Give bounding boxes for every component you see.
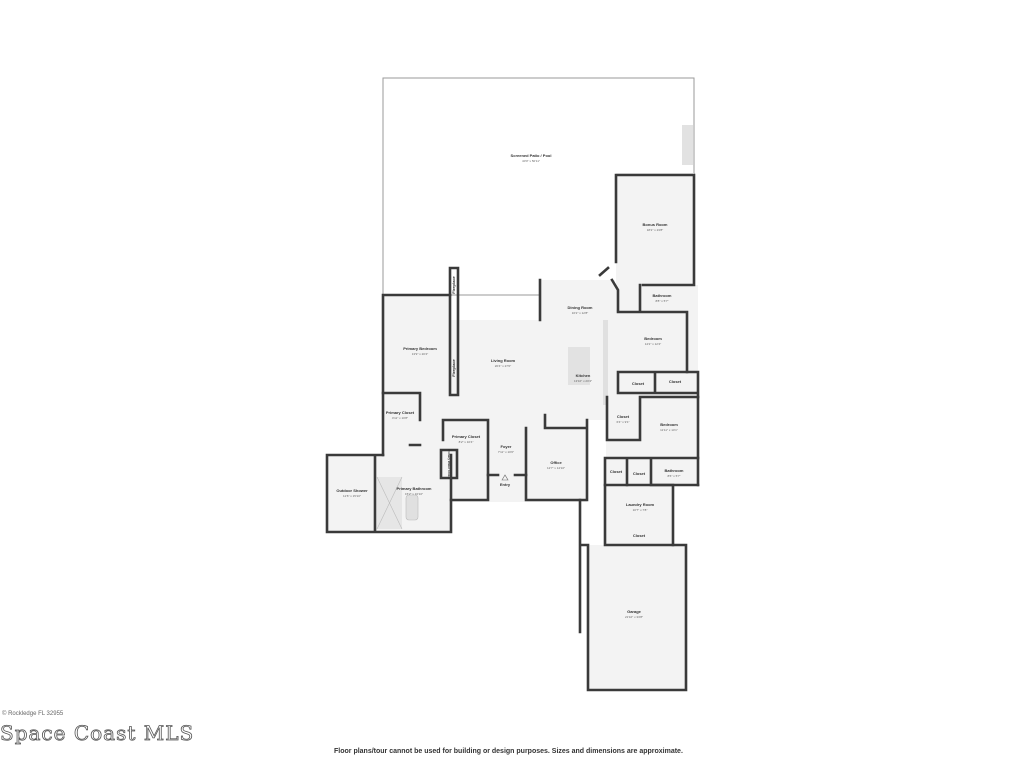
room-dimension: 40'0" x 50'11": [522, 159, 540, 163]
room-dimension: 18'2" x 23'8": [647, 228, 663, 232]
room-label: Primary Closet: [386, 410, 415, 415]
room-label: Bathroom: [653, 293, 672, 298]
disclaimer: Floor plans/tour cannot be used for buil…: [334, 748, 683, 755]
room-dimension: 6'4" x 9'1": [616, 420, 629, 424]
room-dimension: 8'6" x 5'7": [667, 474, 680, 478]
room-dimension: 12'7" x 14'10": [547, 466, 565, 470]
room-dimension: 8'8" x 5'7": [655, 299, 668, 303]
room-dimension: 15'2" x 16'10": [405, 492, 423, 496]
room-label: Office: [550, 460, 562, 465]
room-dimension: 7'11" x 10'0": [498, 450, 514, 454]
room-label: Foyer: [501, 444, 512, 449]
fireplace-label: Fireplace: [451, 275, 456, 293]
room-label: Laundry Room: [626, 502, 655, 507]
room-dimension: 16'2" x 12'8": [572, 311, 588, 315]
watermark-logo: Space Coast MLS: [0, 721, 195, 745]
room-dimension: 13'9" x 20'4": [412, 352, 428, 356]
room-label: Closet: [617, 414, 630, 419]
room-dimension: 14'2" x 12'4": [645, 342, 661, 346]
room-dimension: 11'6" x 15'10": [343, 494, 361, 498]
walls: [325, 173, 700, 692]
room-label: Primary Bedroom: [403, 346, 437, 351]
interior-floor: [327, 173, 698, 690]
room-label: Screened Patio / Pool: [511, 153, 552, 158]
room-dimension: 11'11" x 14'1": [660, 428, 678, 432]
room-label: Closet: [632, 381, 645, 386]
room-label: Garage: [627, 609, 642, 614]
room-label: Closet: [669, 379, 682, 384]
room-dimension: 4'11" x 10'8": [392, 416, 408, 420]
room-label: Kitchen: [576, 373, 591, 378]
room-label: Outdoor Shower: [336, 488, 368, 493]
room-label: Primary Closet: [452, 434, 481, 439]
room-dimension: 13'10" x 20'4": [574, 379, 592, 383]
kitchen-counter: [603, 320, 608, 405]
room-label: Bedroom: [644, 336, 662, 341]
watermark-location: © Rockledge FL 32955: [2, 711, 64, 717]
water-closet-label: Primary Water Closet: [447, 449, 451, 479]
room-label: Bathroom: [665, 468, 684, 473]
room-label: Primary Bathroom: [397, 486, 432, 491]
room-dimension: 20'4" x 27'0": [495, 364, 511, 368]
room-label: Closet: [633, 471, 646, 476]
room-label: Living Room: [491, 358, 516, 363]
room-label: Bonus Room: [643, 222, 668, 227]
room-dimension: 8'2" x 10'4": [459, 440, 474, 444]
fireplace-label: Fireplace: [451, 358, 456, 376]
bathtub: [405, 494, 419, 521]
room-label: Closet: [610, 469, 623, 474]
room-dimension: 10'7" x 7'8": [633, 508, 648, 512]
room-label: Closet: [633, 533, 646, 538]
entry-arrow-icon: [501, 474, 509, 481]
room-label: Bedroom: [660, 422, 678, 427]
patio-kitchen: [682, 125, 693, 165]
entry-label: Entry: [500, 482, 511, 487]
kitchen-island: [568, 347, 590, 385]
room-label: Dining Room: [568, 305, 593, 310]
room-dimension: 21'10" x 33'8": [625, 615, 643, 619]
